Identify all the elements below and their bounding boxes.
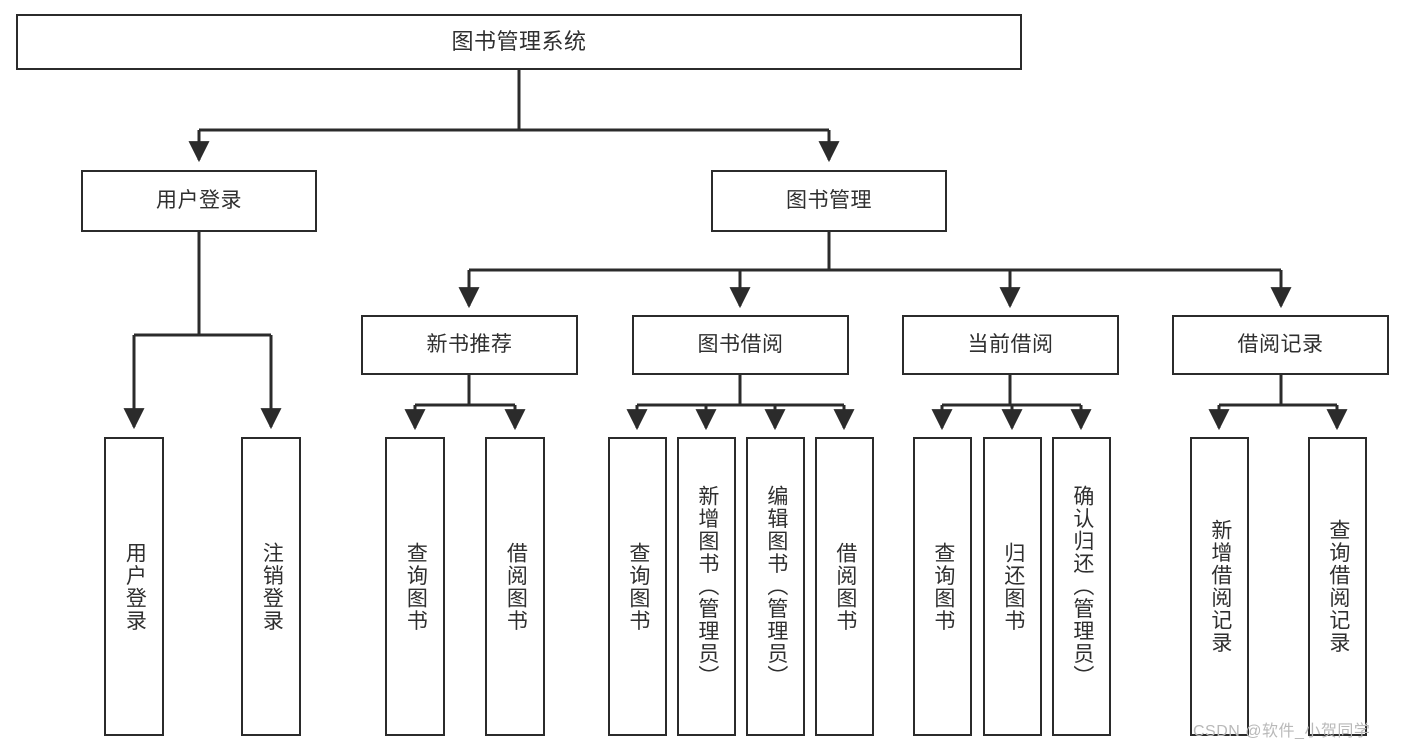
node-leaf-br-add-label: 新增借阅记录 (1208, 519, 1232, 654)
node-leaf-cb-confirm-label: 确认归还（管理员） (1070, 485, 1094, 688)
node-borrow-record-label: 借阅记录 (1237, 332, 1324, 356)
node-book-manage[interactable]: 图书管理 (711, 170, 947, 232)
node-root-label: 图书管理系统 (451, 29, 587, 55)
node-leaf-bb-edit[interactable]: 编辑图书（管理员） (746, 437, 805, 736)
node-new-book-rec[interactable]: 新书推荐 (361, 315, 578, 375)
node-leaf-cb-return[interactable]: 归还图书 (983, 437, 1042, 736)
node-leaf-bb-borrow[interactable]: 借阅图书 (815, 437, 874, 736)
node-leaf-bb-query-label: 查询图书 (626, 541, 650, 632)
node-leaf-bb-edit-label: 编辑图书（管理员） (764, 485, 788, 688)
node-leaf-user-logout-label: 注销登录 (260, 541, 284, 632)
node-user-login[interactable]: 用户登录 (81, 170, 317, 232)
node-book-borrow[interactable]: 图书借阅 (632, 315, 849, 375)
node-leaf-bb-add-label: 新增图书（管理员） (695, 485, 719, 688)
node-leaf-bb-query[interactable]: 查询图书 (608, 437, 667, 736)
node-leaf-cb-query[interactable]: 查询图书 (913, 437, 972, 736)
node-borrow-record[interactable]: 借阅记录 (1172, 315, 1389, 375)
node-current-borrow[interactable]: 当前借阅 (902, 315, 1119, 375)
node-leaf-br-query-label: 查询借阅记录 (1326, 519, 1350, 654)
node-leaf-user-logout[interactable]: 注销登录 (241, 437, 301, 736)
node-leaf-br-query[interactable]: 查询借阅记录 (1308, 437, 1367, 736)
node-book-manage-label: 图书管理 (786, 188, 872, 212)
node-leaf-bb-borrow-label: 借阅图书 (833, 541, 857, 632)
node-leaf-cb-confirm[interactable]: 确认归还（管理员） (1052, 437, 1111, 736)
node-leaf-rec-query[interactable]: 查询图书 (385, 437, 445, 736)
node-leaf-user-login[interactable]: 用户登录 (104, 437, 164, 736)
node-leaf-rec-borrow-label: 借阅图书 (504, 541, 528, 632)
node-leaf-rec-borrow[interactable]: 借阅图书 (485, 437, 545, 736)
node-leaf-cb-return-label: 归还图书 (1001, 541, 1025, 632)
node-user-login-label: 用户登录 (156, 188, 242, 212)
node-leaf-br-add[interactable]: 新增借阅记录 (1190, 437, 1249, 736)
node-current-borrow-label: 当前借阅 (967, 332, 1054, 356)
node-book-borrow-label: 图书借阅 (697, 332, 784, 356)
node-leaf-user-login-label: 用户登录 (123, 541, 147, 632)
node-leaf-cb-query-label: 查询图书 (931, 541, 955, 632)
node-new-book-rec-label: 新书推荐 (426, 332, 513, 356)
node-root[interactable]: 图书管理系统 (16, 14, 1022, 70)
node-leaf-rec-query-label: 查询图书 (404, 541, 428, 632)
node-leaf-bb-add[interactable]: 新增图书（管理员） (677, 437, 736, 736)
csdn-watermark: CSDN @软件_小贺同学 (1193, 723, 1371, 740)
